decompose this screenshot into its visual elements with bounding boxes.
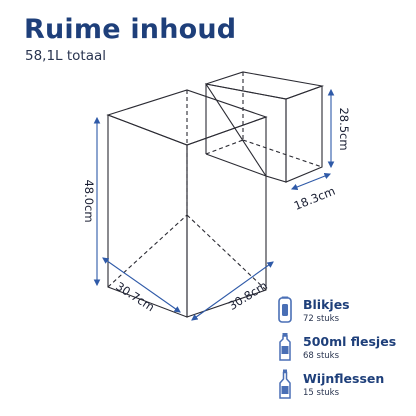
small-bottle-icon xyxy=(279,333,291,361)
main-compartment xyxy=(106,89,268,318)
main-hidden-left xyxy=(107,214,188,288)
label-main-height: 48.0cm xyxy=(82,179,96,222)
label-small-height: 28.5cm xyxy=(337,107,351,150)
label-small-depth: 18.3cm xyxy=(292,184,337,213)
label-main-width: 30.7cm xyxy=(113,279,157,314)
main-top-face xyxy=(106,89,268,146)
legend-count-wine-bottles: 15 stuks xyxy=(303,388,340,398)
page-title: Ruime inhoud xyxy=(24,14,237,45)
legend-name-cans: Blikjes xyxy=(303,297,350,312)
can-icon xyxy=(278,296,292,323)
arrow-main-width xyxy=(102,257,181,313)
small-hidden-bottom-right xyxy=(242,139,323,168)
small-right-face xyxy=(285,85,323,183)
small-front-face xyxy=(204,83,287,183)
label-main-depth: 30.8cm xyxy=(226,278,270,313)
small-hidden-bottom-left xyxy=(205,139,244,155)
legend-count-small-bottles: 68 stuks xyxy=(303,351,340,361)
legend-item-wine-bottles: Wijnflessen 15 stuks xyxy=(275,369,415,405)
small-compartment xyxy=(204,71,325,183)
total-volume: 58,1L totaal xyxy=(25,48,107,64)
small-bottom-edge xyxy=(205,153,267,177)
legend-item-cans: Blikjes 72 stuks xyxy=(275,295,415,331)
wine-bottle-icon xyxy=(279,369,291,399)
legend-name-wine-bottles: Wijnflessen xyxy=(303,371,385,386)
main-hidden-right xyxy=(186,214,267,291)
legend-item-small-bottles: 500ml flesjes 68 stuks xyxy=(275,332,415,368)
legend-name-small-bottles: 500ml flesjes xyxy=(303,334,397,349)
dimension-arrows xyxy=(93,88,335,321)
arrow-main-depth xyxy=(191,261,274,321)
legend-count-cans: 72 stuks xyxy=(303,314,340,324)
arrow-small-depth xyxy=(290,172,332,191)
